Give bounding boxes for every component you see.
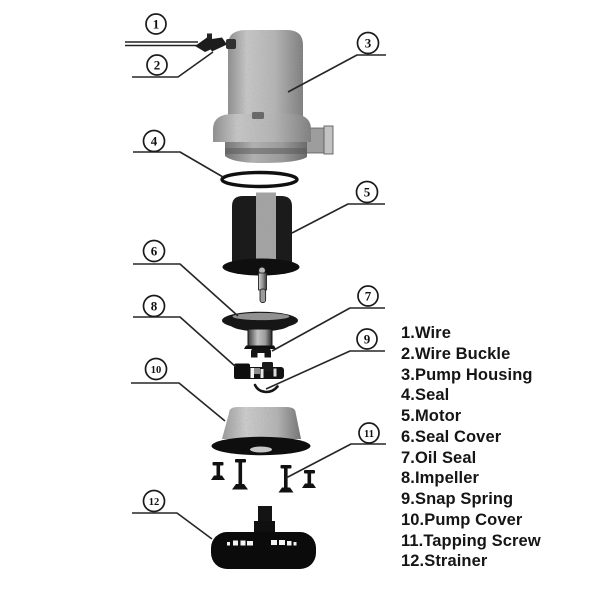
leader-line-6: [133, 263, 239, 317]
leader-line-10: [131, 382, 226, 422]
legend-list: 1.Wire 2.Wire Buckle 3.Pump Housing 4.Seal 5…: [401, 323, 571, 572]
legend-item-2: 2.Wire Buckle: [401, 344, 511, 363]
legend-item-11: 11.Tapping Screw: [401, 531, 541, 550]
legend-item-5: 5.Motor: [401, 407, 462, 425]
leader-line-4: [133, 151, 224, 178]
leader-line-7: [271, 307, 385, 352]
callout-7: 7: [357, 285, 379, 307]
svg-text:1: 1: [153, 17, 160, 32]
legend-item-8: 8.Impeller: [401, 469, 480, 488]
legend-item-6: 6.Seal Cover: [401, 427, 502, 446]
legend-item-9: 9.Snap Spring: [401, 490, 514, 508]
leader-line-5: [291, 203, 385, 234]
leader-lines: [131, 51, 386, 540]
callout-4: 4: [142, 129, 166, 153]
legend-item-12: 12.Strainer: [401, 552, 488, 571]
tapping-screw-1: [211, 462, 225, 480]
snap-spring-part: [253, 383, 279, 394]
leader-line-12: [132, 512, 213, 540]
svg-text:11: 11: [364, 429, 374, 440]
motor-part: [222, 192, 300, 303]
callout-10: 10: [144, 357, 168, 381]
callout-1: 1: [145, 13, 167, 35]
tapping-screws-part: [211, 459, 316, 493]
svg-text:4: 4: [151, 134, 158, 149]
seal-oring-part: [220, 170, 299, 189]
callout-8: 8: [142, 294, 166, 318]
callout-5: 5: [355, 180, 379, 204]
wire-buckle-part: [195, 33, 227, 52]
leader-line-9: [265, 350, 385, 390]
svg-text:7: 7: [365, 289, 372, 304]
svg-text:5: 5: [364, 185, 371, 200]
callout-11: 11: [358, 422, 380, 444]
legend-item-4: 4.Seal: [401, 386, 450, 405]
svg-text:10: 10: [151, 365, 162, 376]
impeller-part: [234, 362, 284, 379]
strainer-part: [211, 506, 316, 569]
svg-text:8: 8: [151, 299, 158, 314]
callout-3: 3: [356, 31, 380, 55]
tapping-screw-4: [302, 470, 316, 488]
legend-item-10: 10.Pump Cover: [401, 510, 523, 529]
callout-9: 9: [356, 328, 378, 350]
callout-6: 6: [142, 239, 166, 263]
leader-line-2: [132, 51, 214, 78]
callout-12: 12: [142, 489, 166, 513]
svg-text:3: 3: [365, 36, 372, 51]
leader-line-3: [287, 54, 386, 93]
oil-seal-part: [251, 348, 271, 358]
legend-item-3: 3.Pump Housing: [401, 365, 533, 384]
leader-line-8: [133, 316, 237, 368]
seal-cover-part: [222, 311, 298, 349]
tapping-screw-3: [278, 465, 294, 493]
tapping-screw-2: [232, 459, 248, 490]
pump-housing-part: [213, 30, 334, 163]
svg-text:12: 12: [149, 497, 160, 508]
svg-text:6: 6: [151, 244, 158, 259]
legend-item-1: 1.Wire: [401, 324, 451, 342]
legend-item-7: 7.Oil Seal: [401, 448, 477, 467]
leader-line-11: [285, 443, 386, 479]
callout-2: 2: [146, 54, 168, 76]
svg-text:9: 9: [364, 332, 371, 347]
pump-cover-part: [211, 407, 311, 456]
callouts: 1 2 3 4 5 6 7 8: [142, 13, 380, 513]
svg-text:2: 2: [154, 58, 161, 73]
